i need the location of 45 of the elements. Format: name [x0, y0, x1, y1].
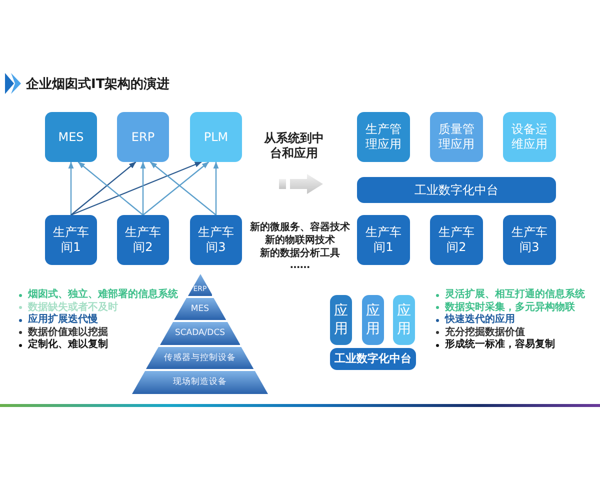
list-item: 应用扩展迭代慢 [28, 314, 98, 326]
workshop-box: 生产车间2 [117, 215, 169, 265]
pyramid-layer: 传感器与控制设备 [146, 347, 254, 369]
arrow [213, 162, 219, 215]
list-item: 形成统一标准，容易复制 [445, 339, 555, 351]
note-text: 新的数据分析工具 [260, 248, 340, 260]
arrow [140, 162, 146, 215]
pyramid-layer: 现场制造设备 [132, 371, 268, 394]
caption-text: 从系统到中台和应用 [263, 131, 325, 161]
arrow [68, 162, 74, 215]
application-box: 设备运维应用 [503, 112, 556, 162]
list-item: 快速迭代的应用 [445, 314, 515, 326]
application-box: 质量管理应用 [430, 112, 483, 162]
arrow [78, 162, 144, 216]
pyramid-layer: SCADA/DCS [160, 322, 240, 345]
arrow [70, 162, 136, 216]
system-box: PLM [190, 112, 242, 162]
workshop-box: 生产车间2 [430, 215, 483, 265]
arrow [150, 162, 216, 216]
application-box: 应用 [362, 295, 384, 345]
list-item: 烟囱式、独立、难部署的信息系统 [28, 289, 178, 301]
workshop-box: 生产车间3 [190, 215, 242, 265]
arrow [70, 161, 202, 216]
list-item: 定制化、难以复制 [28, 339, 108, 351]
workshop-box: 生产车间3 [503, 215, 556, 265]
list-item: 数据价值难以挖掘 [28, 326, 108, 338]
application-box: 应用 [393, 295, 415, 345]
arrow [142, 162, 210, 216]
workshop-box: 生产车间1 [45, 215, 97, 265]
list-item: 数据实时采集，多元异构物联 [445, 302, 575, 313]
system-box: MES [45, 112, 97, 162]
workshop-box: 生产车间1 [357, 215, 410, 265]
list-item: 灵活扩展、相互打通的信息系统 [445, 289, 585, 301]
application-box: 生产管理应用 [357, 112, 410, 162]
note-text: …… [290, 260, 310, 272]
platform-bar: 工业数字化中台 [330, 348, 416, 370]
note-text: 新的物联网技术 [265, 235, 335, 247]
title: 企业烟囱式IT架构的演进 [26, 76, 170, 93]
pyramid-layer: MES [174, 298, 226, 320]
platform-bar: 工业数字化中台 [357, 177, 556, 203]
application-box: 应用 [330, 295, 352, 345]
list-item: 数据缺失或者不及时 [28, 302, 118, 313]
list-item: 充分挖掘数据价值 [445, 326, 525, 338]
note-text: 新的微服务、容器技术 [250, 222, 350, 234]
system-box: ERP [117, 112, 169, 162]
